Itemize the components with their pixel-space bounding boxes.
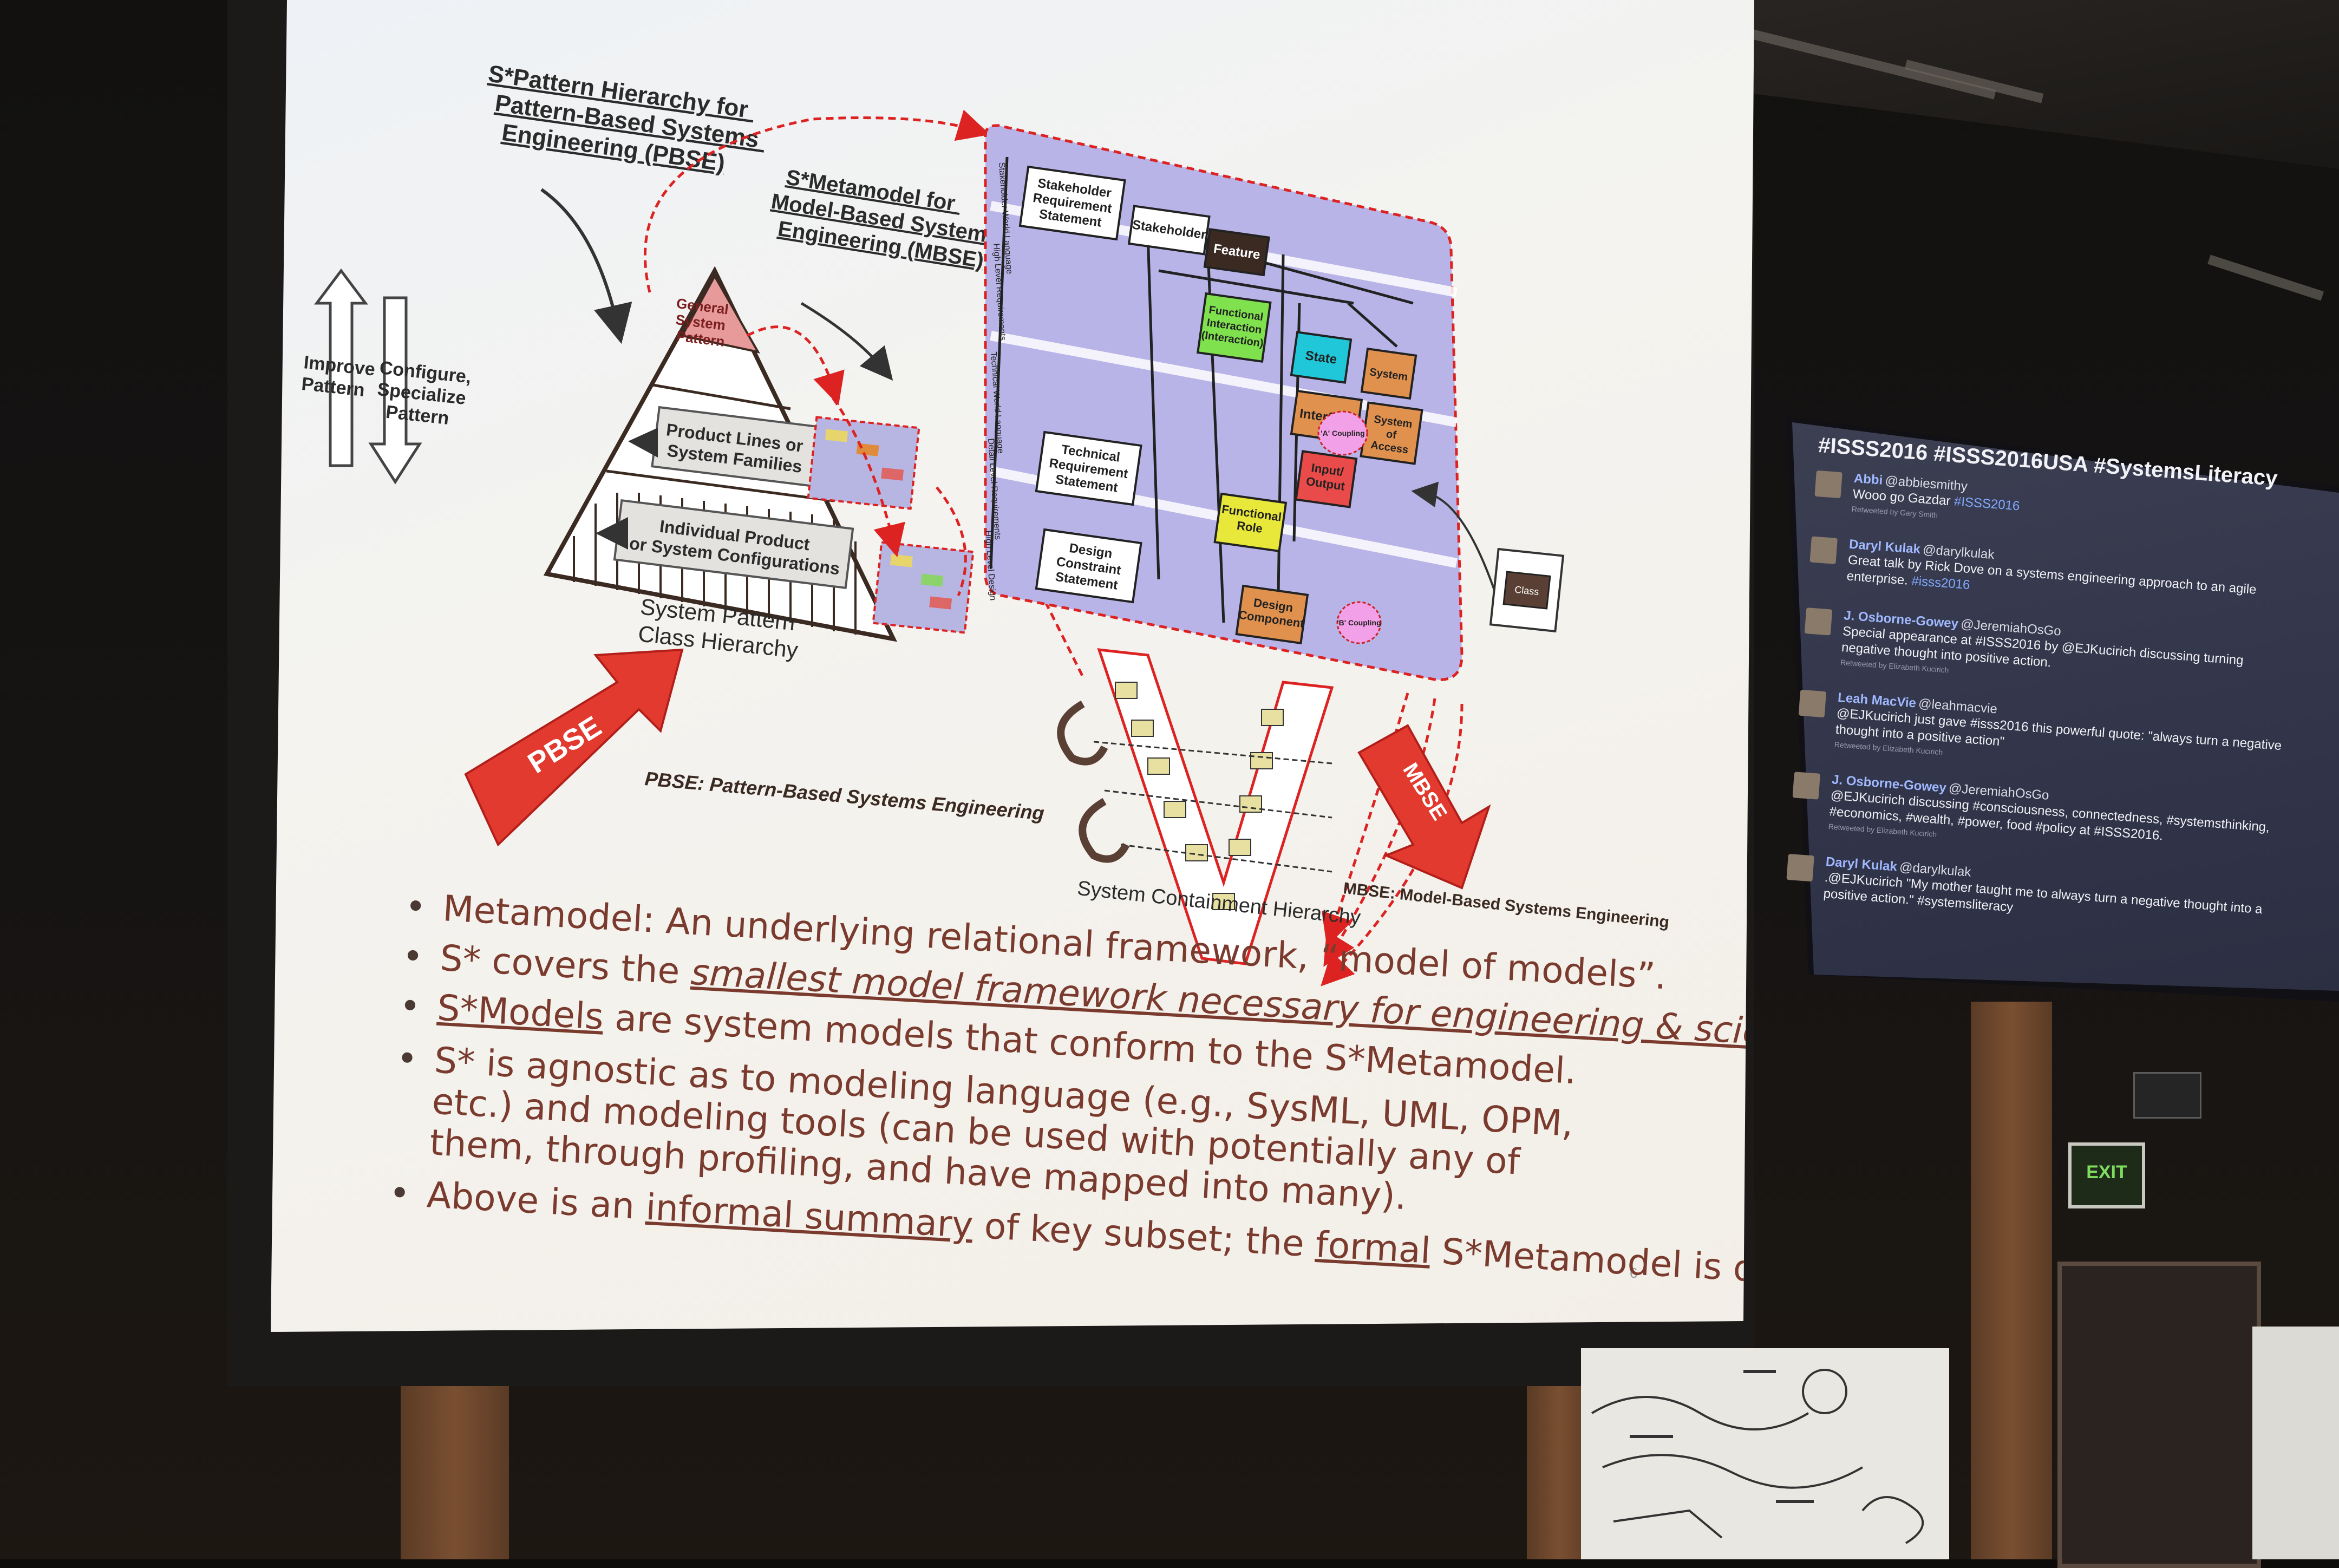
- doorway: [2057, 1262, 2261, 1568]
- mbse-arrow: MBSE: [1357, 724, 1491, 890]
- functional-role-box: FunctionalRole: [1213, 492, 1288, 553]
- class-diagram-box: Class: [1411, 481, 1565, 633]
- avatar: [1804, 607, 1833, 636]
- metamodel-panel: StakeholderRequirementStatement Stakehol…: [983, 124, 1463, 681]
- configure-arrow: [368, 296, 422, 485]
- configure-pattern-label: Configure, Specialize Pattern: [374, 357, 478, 431]
- improve-pattern-label: Improve Pattern: [300, 352, 381, 402]
- svg-text:Configure, Specializ: Configure, Specialize Pattern: [374, 357, 478, 431]
- svg-text:'B' Coupling: 'B' Coupling: [1337, 618, 1381, 627]
- stakeholder-requirement-box: StakeholderRequirementStatement: [1018, 165, 1126, 241]
- pbse-heading: S*Pattern Hierarchy for Pattern-Based Sy…: [479, 60, 771, 181]
- pyramid-top-level: [680, 273, 760, 354]
- pyramid-top-label: General System Pattern: [671, 295, 733, 350]
- tweet-4: Leah MacVie @leahmacvie @EJKucirich just…: [1796, 688, 2286, 782]
- svg-text:'A' Coupling: 'A' Coupling: [1321, 429, 1364, 437]
- svg-text:S*Pattern Hierarchy for: S*Pattern Hierarchy for Pattern-Based Sy…: [479, 60, 771, 181]
- svg-text:General System: General System Pattern: [671, 295, 733, 350]
- design-component-box: DesignComponent: [1235, 584, 1309, 645]
- pattern-pyramid: General System Pattern Product Lines or …: [543, 266, 898, 642]
- side-poster: [2252, 1327, 2339, 1559]
- avatar: [1792, 772, 1820, 800]
- avatar: [1798, 689, 1827, 718]
- system-of-access-box: SystemofAccess: [1360, 401, 1423, 465]
- wood-column-mid: [1971, 1002, 2052, 1559]
- improve-arrow: [314, 268, 368, 467]
- exit-sign: EXIT: [2068, 1142, 2145, 1208]
- pbse-pointer-arrow: [540, 188, 632, 344]
- tweet-3: J. Osborne-Gowey @JeremiahOsGo Special a…: [1802, 605, 2292, 700]
- wood-column-left: [401, 1364, 509, 1559]
- pbse-caption: PBSE: Pattern-Based Systems Engineering: [644, 767, 1045, 824]
- avatar: [1809, 536, 1838, 564]
- mbse-pointer-arrow: [800, 302, 893, 381]
- tweet-5: J. Osborne-Gowey @JeremiahOsGo @EJKuciri…: [1790, 769, 2280, 864]
- pbse-arrow: PBSE: [464, 648, 684, 847]
- twitter-feed: #ISSS2016 #ISSS2016USA #SystemsLiteracy …: [1783, 433, 2305, 958]
- design-constraint-box: DesignConstraintStatement: [1035, 528, 1142, 604]
- slide-diagram: S*Pattern Hierarchy for Pattern-Based Sy…: [300, 60, 1670, 1281]
- slide-surface: S*Pattern Hierarchy for Pattern-Based Sy…: [271, 0, 1754, 1332]
- tweet-6: Daryl Kulak @darylkulak .@EJKucirich "My…: [1785, 852, 2275, 935]
- wall-sign: [2133, 1072, 2201, 1119]
- functional-interaction-box: FunctionalInteraction(Interaction): [1196, 292, 1272, 363]
- svg-text:TechnicalRequirementStatement: TechnicalRequirementStatement: [1046, 441, 1131, 496]
- coupling-b-cloud: 'B' Coupling: [1336, 601, 1382, 644]
- coupling-a-cloud: 'A' Coupling: [1317, 410, 1368, 456]
- graphic-recording-poster: [1581, 1348, 1949, 1559]
- stakeholder-box: Stakeholder: [1127, 205, 1211, 256]
- projected-slide: S*Pattern Hierarchy for Pattern-Based Sy…: [271, 0, 1754, 1332]
- technical-requirement-box: TechnicalRequirementStatement: [1035, 430, 1142, 506]
- avatar: [1814, 470, 1843, 499]
- mbse-heading: S*Metamodel for Model-Based Systems Engi…: [766, 164, 1010, 275]
- svg-text:Class: Class: [1514, 584, 1539, 598]
- feature-box: Feature: [1203, 228, 1270, 277]
- tweet-2: Daryl Kulak @darylkulak Great talk by Ri…: [1808, 534, 2298, 617]
- svg-text:Input/Output: Input/Output: [1305, 460, 1348, 493]
- system-box: System: [1360, 347, 1417, 400]
- state-box: State: [1290, 331, 1353, 384]
- svg-text:S*Metamodel for Mode: S*Metamodel for Model-Based Systems Engi…: [766, 164, 1010, 275]
- avatar: [1786, 853, 1814, 882]
- pattern-thumbnail-1: [807, 416, 920, 510]
- svg-text:Improve Pattern: Improve Pattern: [300, 352, 381, 402]
- pattern-thumbnail-2: [872, 541, 975, 634]
- poster-doodles: [1591, 1369, 1924, 1544]
- input-output-box: Input/Output: [1295, 450, 1358, 508]
- twitter-monitor-screen: [1792, 422, 2339, 991]
